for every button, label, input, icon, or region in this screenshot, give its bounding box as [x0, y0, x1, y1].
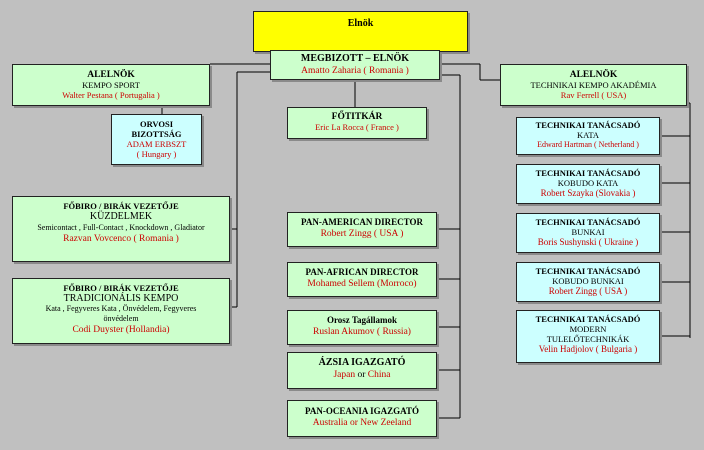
- director-title: PAN-AMERICAN DIRECTOR: [301, 217, 423, 227]
- tech-advisor-box: TECHNIKAI TANÁCSADÓ KOBUDO KATA Robert S…: [516, 164, 660, 204]
- director-title: PAN-AFRICAN DIRECTOR: [305, 267, 419, 277]
- tech-advisor-name: Robert Szayka (Slovakia ): [540, 188, 636, 198]
- director-name: Australia or New Zeeland: [312, 418, 412, 428]
- tech-advisor-box: TECHNIKAI TANÁCSADÓ MODERN TULELŐTECHNIK…: [516, 310, 660, 363]
- medical-committee-title-1: ORVOSI: [139, 119, 174, 129]
- chief-referee-fighting-title: FŐBIRO / BIRÁK VEZETŐJE: [63, 201, 179, 211]
- director-name: Mohamed Sellem (Morroco): [307, 279, 417, 289]
- tech-advisor-name: Boris Sushynski ( Ukraine ): [537, 237, 639, 247]
- director-name: Robert Zingg ( USA ): [320, 229, 404, 239]
- director-title: PAN-OCEANIA IGAZGATÓ: [305, 406, 419, 416]
- chief-referee-traditional-subtitle: TRADICIONÁLIS KEMPO: [63, 293, 179, 304]
- acting-president-name: Amatto Zaharia ( Romania ): [301, 66, 409, 76]
- president-title: Elnök: [347, 18, 374, 29]
- chief-referee-traditional-box: FŐBIRO / BIRÁK VEZETŐJE TRADICIONÁLIS KE…: [12, 278, 230, 344]
- medical-committee-box: ORVOSI BIZOTTSÁG ADAM ERBSZT ( Hungary ): [111, 114, 202, 165]
- tech-advisor-title: TECHNIKAI TANÁCSADÓ: [535, 120, 641, 130]
- director-box: Orosz Tagállamok Ruslan Akumov ( Russia): [287, 310, 437, 345]
- tech-advisor-name: Robert Zingg ( USA ): [548, 286, 628, 296]
- tech-advisor-title: TECHNIKAI TANÁCSADÓ: [535, 266, 641, 276]
- chief-referee-fighting-box: FŐBIRO / BIRÁK VEZETŐJE KÜZDELMEK Semico…: [12, 196, 230, 262]
- chief-referee-fighting-detail: Semicontact , Full-Contact , Knockdown ,…: [37, 223, 205, 232]
- chief-referee-traditional-title: FŐBIRO / BIRÁK VEZETŐJE: [63, 283, 179, 293]
- tech-advisor-subtitle: MODERN: [569, 324, 607, 334]
- tech-advisor-title: TECHNIKAI TANÁCSADÓ: [535, 217, 641, 227]
- vice-president-subtitle: KEMPO SPORT: [82, 80, 140, 90]
- chief-referee-fighting-subtitle: KÜZDELMEK: [89, 211, 153, 222]
- tech-advisor-box: TECHNIKAI TANÁCSADÓ BUNKAI Boris Sushyns…: [516, 213, 660, 253]
- tech-advisor-subtitle: KATA: [577, 130, 599, 140]
- director-title: ÁZSIA IGAZGATÓ: [318, 357, 406, 368]
- director-box: PAN-AFRICAN DIRECTOR Mohamed Sellem (Mor…: [287, 262, 437, 297]
- secretary-general-box: FŐTITKÁR Eric La Rocca ( France ): [287, 107, 427, 139]
- tech-advisor-name: Velin Hadjolov ( Bulgaria ): [538, 344, 638, 354]
- director-name: Ruslan Akumov ( Russia): [313, 327, 411, 337]
- secretary-general-title: FŐTITKÁR: [331, 112, 383, 122]
- tech-advisor-title: TECHNIKAI TANÁCSADÓ: [535, 314, 641, 324]
- director-box: PAN-AMERICAN DIRECTOR Robert Zingg ( USA…: [287, 212, 437, 247]
- secretary-general-name: Eric La Rocca ( France ): [315, 122, 399, 132]
- medical-committee-country: ( Hungary ): [136, 149, 177, 159]
- tech-advisor-subtitle-2: TULELŐTECHNIKÁK: [546, 334, 630, 344]
- medical-committee-title-2: BIZOTTSÁG: [131, 129, 182, 139]
- tech-advisor-box: TECHNIKAI TANÁCSADÓ KOBUDO BUNKAI Robert…: [516, 262, 660, 302]
- director-title: Orosz Tagállamok: [326, 315, 398, 325]
- acting-president-title: MEGBIZOTT – ELNÖK: [300, 53, 410, 64]
- tech-vice-president-title: ALELNÖK: [569, 70, 618, 80]
- vice-president-box: ALELNÖK KEMPO SPORT Walter Pestana ( Por…: [12, 64, 210, 106]
- tech-advisor-title: TECHNIKAI TANÁCSADÓ: [535, 168, 641, 178]
- chief-referee-traditional-detail-1: Kata , Fegyveres Kata , Önvédelem, Fegyv…: [45, 304, 197, 313]
- tech-vice-president-box: ALELNÖK TECHNIKAI KEMPO AKADÉMIA Rav Fer…: [500, 64, 687, 106]
- tech-advisor-subtitle: KOBUDO BUNKAI: [552, 276, 624, 286]
- tech-vice-president-subtitle: TECHNIKAI KEMPO AKADÉMIA: [530, 80, 657, 90]
- acting-president-box: MEGBIZOTT – ELNÖK Amatto Zaharia ( Roman…: [270, 50, 440, 80]
- president-box: Elnök: [253, 11, 468, 52]
- chief-referee-fighting-name: Razvan Vovcenco ( Romania ): [63, 234, 179, 244]
- tech-advisor-subtitle: KOBUDO KATA: [557, 178, 619, 188]
- tech-advisor-subtitle: BUNKAI: [571, 227, 605, 237]
- vice-president-name: Walter Pestana ( Portugalia ): [62, 90, 160, 100]
- vice-president-title: ALELNÖK: [87, 70, 135, 80]
- director-box: ÁZSIA IGAZGATÓ Japan or China: [287, 352, 437, 389]
- tech-advisor-box: TECHNIKAI TANÁCSADÓ KATA Edward Hartman …: [516, 117, 660, 155]
- director-box: PAN-OCEANIA IGAZGATÓ Australia or New Ze…: [287, 400, 437, 437]
- tech-advisor-name: Edward Hartman ( Netherland ): [537, 140, 639, 149]
- director-name: Japan or China: [333, 370, 391, 380]
- chief-referee-traditional-name: Codi Duyster (Hollandia): [72, 325, 170, 335]
- medical-committee-name: ADAM ERBSZT: [126, 139, 187, 149]
- chief-referee-traditional-detail-2: önvédelem: [103, 314, 139, 323]
- tech-vice-president-name: Rav Ferrell ( USA): [560, 90, 627, 100]
